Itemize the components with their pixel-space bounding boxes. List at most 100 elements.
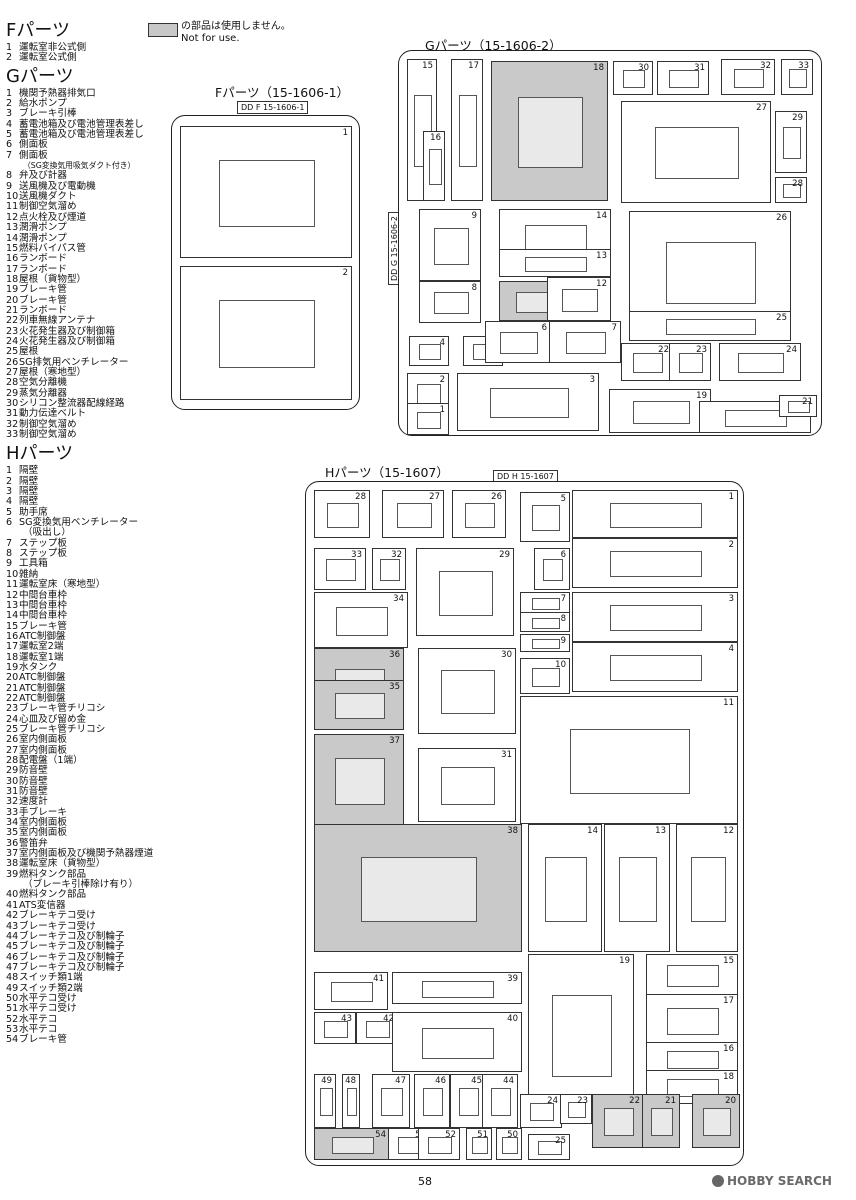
part-number: 1	[6, 465, 13, 477]
part-label: 32	[391, 550, 402, 560]
part-name: （ブレーキ引棒除け有り）	[23, 879, 139, 891]
parts-list-item: 26SG排気用ベンチレーター	[6, 356, 153, 368]
h-parts-header: Hパーツ	[6, 443, 74, 465]
part-name: 運転室公式側	[19, 52, 77, 64]
part-drawing	[531, 639, 561, 649]
part-number: 11	[6, 201, 19, 213]
sprue-part-cell: 31	[418, 748, 516, 822]
part-label: 26	[491, 492, 502, 502]
part-label: 50	[507, 1130, 518, 1140]
parts-list-item: 11制御空気溜め	[6, 201, 153, 213]
sprue-part-cell: 21	[642, 1094, 680, 1148]
part-drawing	[458, 1088, 480, 1116]
part-name: 列車無線アンテナ	[19, 315, 96, 327]
part-number: 17	[6, 263, 19, 275]
part-label: 6	[560, 550, 566, 560]
part-number: 27	[6, 744, 19, 756]
part-label: 8	[560, 614, 566, 624]
part-label: 22	[658, 345, 669, 355]
part-number: 31	[6, 786, 19, 798]
part-drawing	[609, 551, 703, 577]
parts-list-item: 42ブレーキテコ受け	[6, 910, 153, 921]
part-label: 22	[629, 1096, 640, 1106]
part-label: 12	[723, 826, 734, 836]
part-name: 燃料バイパス管	[19, 242, 86, 254]
part-number: 29	[6, 387, 19, 399]
part-number: 13	[6, 222, 19, 234]
part-name: ブレーキ管	[19, 284, 67, 296]
part-name: SG排気用ベンチレーター	[19, 356, 129, 368]
parts-list-item: 38運転室床（貨物型）	[6, 859, 153, 870]
part-label: 1	[439, 405, 445, 415]
parts-list-item: 25ブレーキ管チリコシ	[6, 724, 153, 735]
sprue-part-cell: 2	[180, 266, 352, 400]
part-drawing	[622, 70, 646, 88]
parts-list-item: 13潤滑ポンプ	[6, 222, 153, 234]
part-drawing	[531, 505, 561, 531]
parts-list-item: 8 ステップ板	[6, 548, 153, 560]
sprue-part-cell: 5	[520, 492, 570, 542]
sprue-part-cell: 4	[409, 336, 449, 366]
part-name: 給水ポンプ	[19, 98, 67, 110]
sprue-part-cell: 13	[499, 249, 611, 277]
sprue-part-cell: 2	[572, 538, 738, 588]
part-label: 40	[507, 1014, 518, 1024]
part-name: 側面板	[19, 149, 48, 161]
part-label: 6	[541, 323, 547, 333]
part-label: 49	[321, 1076, 332, 1086]
parts-list-item: 18運転室1端	[6, 652, 153, 663]
part-number: 14	[6, 232, 19, 244]
part-name: ブレーキ管チリコシ	[19, 703, 106, 715]
sprue-part-cell: 42	[356, 1012, 398, 1044]
part-name: 制御空気溜め	[19, 418, 77, 430]
part-name: ATS変信器	[19, 899, 66, 911]
part-label: 26	[776, 213, 787, 223]
part-label: 9	[560, 636, 566, 646]
sprue-part-cell: 31	[657, 61, 709, 95]
part-number: 27	[6, 366, 19, 378]
part-drawing	[334, 693, 386, 719]
parts-list-item: 17ランボード	[6, 263, 153, 275]
sprue-part-cell: 3	[572, 592, 738, 642]
part-drawing	[542, 559, 564, 581]
part-label: 7	[611, 323, 617, 333]
part-drawing	[666, 319, 756, 335]
part-drawing	[666, 242, 756, 304]
part-name: 水平テコ受け	[19, 1003, 77, 1015]
part-name: 屋根	[19, 346, 39, 358]
watermark: HOBBY SEARCH	[712, 1174, 832, 1188]
part-drawing	[782, 127, 802, 159]
parts-list-item: 40燃料タンク部品	[6, 890, 153, 901]
part-number: 21	[6, 304, 19, 316]
part-label: 14	[596, 211, 607, 221]
sprue-part-cell: 50	[496, 1128, 522, 1160]
parts-list-item: 33制御空気溜め	[6, 429, 153, 440]
parts-list-item: 15ブレーキ管	[6, 621, 153, 632]
parts-list-item: 18屋根（貨物型）	[6, 274, 153, 285]
part-drawing	[396, 502, 432, 528]
parts-list-item: 50水平テコ受け	[6, 993, 153, 1004]
sprue-part-cell: 9	[520, 634, 570, 652]
part-number: 8	[6, 548, 13, 560]
part-name: ランボード	[19, 263, 67, 275]
part-label: 46	[435, 1076, 446, 1086]
part-drawing	[327, 502, 359, 528]
part-name: ATC制御盤	[19, 672, 66, 684]
sprue-part-cell: 27	[382, 490, 444, 538]
part-number: 1	[6, 42, 13, 53]
parts-list-item: 10送風機ダクト	[6, 191, 153, 202]
sprue-part-cell: 16	[423, 131, 445, 201]
parts-list-item: 23火花発生器及び制御箱	[6, 326, 153, 337]
part-number: 28	[6, 755, 19, 766]
part-label: 48	[345, 1076, 356, 1086]
h-sprue-dd-label: DD H 15-1607	[493, 470, 558, 483]
parts-list-item: 22列車無線アンテナ	[6, 315, 153, 327]
sprue-part-cell: 12	[547, 277, 611, 321]
sprue-part-cell: 35	[314, 680, 404, 730]
part-name: ステップ板	[19, 548, 67, 560]
part-name: 屋根（寒地型）	[19, 366, 87, 378]
